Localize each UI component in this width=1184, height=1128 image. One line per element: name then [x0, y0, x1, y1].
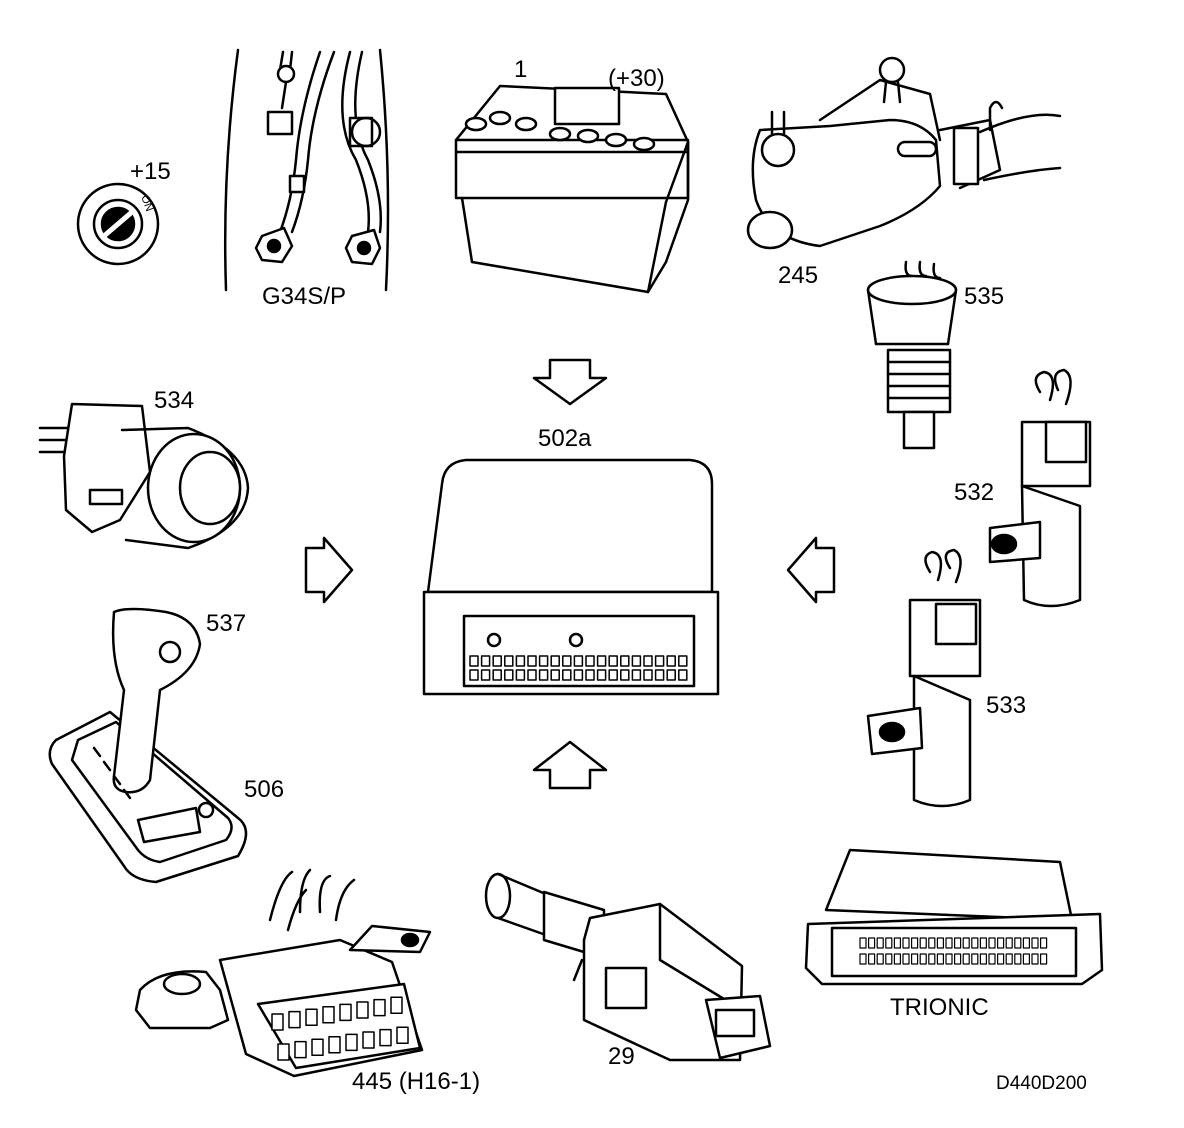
label-trionic: TRIONIC [890, 994, 989, 1021]
diagnostic-connector-icon [134, 868, 432, 1078]
label-battery-number: 1 [514, 56, 528, 83]
label-solenoid: 534 [154, 387, 195, 414]
label-battery-terminal: (+30) [608, 65, 665, 92]
label-ignition: +15 [130, 158, 171, 185]
ignition-switch-icon [76, 182, 160, 266]
trionic-ecu-icon [804, 848, 1104, 986]
label-ecu: 502a [538, 425, 592, 452]
battery-icon [454, 84, 690, 294]
label-throttle: 245 [778, 262, 819, 289]
arrow-down [532, 358, 608, 406]
temperature-sensor-icon [866, 260, 958, 450]
label-gear-knob: 537 [206, 610, 247, 637]
arrow-up [532, 740, 608, 790]
label-crank-sensor-533: 533 [986, 692, 1027, 719]
crank-sensor-icon-533 [866, 548, 982, 808]
label-crank-sensor-532: 532 [954, 479, 995, 506]
crank-sensor-icon-532 [988, 368, 1092, 608]
throttle-body-icon [746, 56, 1062, 250]
label-temp-sensor: 535 [964, 283, 1005, 310]
label-brake-switch: 29 [608, 1043, 635, 1070]
arrow-right [304, 536, 354, 604]
ground-points-icon [223, 48, 390, 292]
brake-switch-icon [484, 872, 772, 1062]
label-drawing-code: D440D200 [996, 1073, 1087, 1094]
label-ground-points: G34S/P [262, 283, 347, 310]
gear-selector-icon [48, 607, 248, 884]
solenoid-valve-icon [38, 402, 250, 550]
label-diagnostic-connector: 445 (H16-1) [352, 1068, 481, 1095]
label-selector: 506 [244, 776, 285, 803]
ecu-box-icon [422, 458, 720, 696]
arrow-left [786, 536, 836, 604]
